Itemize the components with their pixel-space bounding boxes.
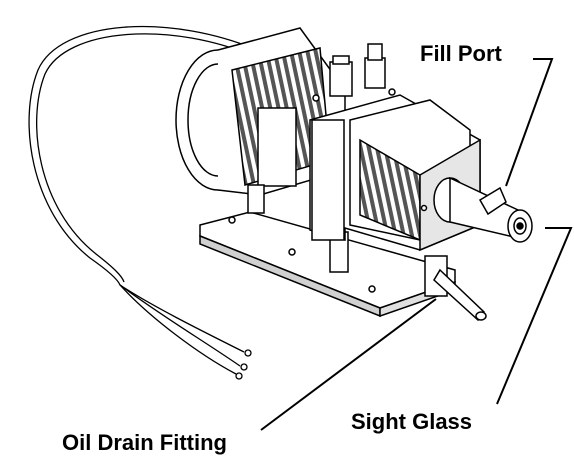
leader-sight-glass <box>496 227 573 405</box>
leader-oil-drain <box>260 298 437 431</box>
fill-port-assembly <box>420 176 533 243</box>
fill-port-label: Fill Port <box>420 41 502 66</box>
pump-housing <box>309 94 481 252</box>
leader-lines <box>260 58 573 431</box>
leader-fill-port <box>505 58 554 187</box>
sight-glass-label: Sight Glass <box>351 409 473 434</box>
oil-drain-fitting-label: Oil Drain Fitting <box>62 430 227 455</box>
power-cord <box>28 25 263 380</box>
base-plate <box>199 211 456 318</box>
top-fittings <box>312 43 396 102</box>
oil-drain-fitting <box>424 255 487 322</box>
